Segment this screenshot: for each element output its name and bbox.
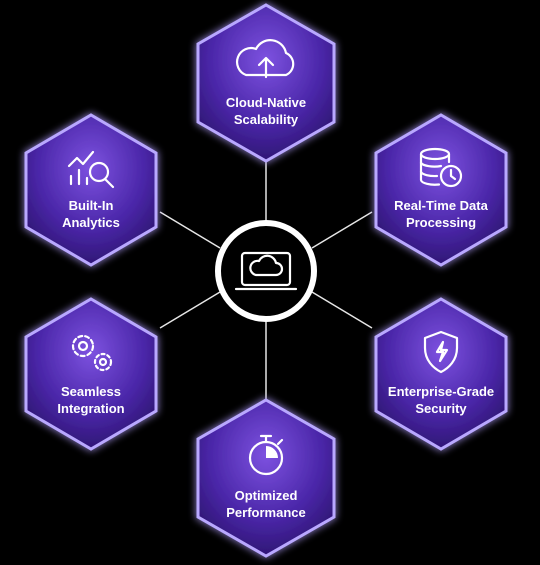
node-enterprise-line1: Enterprise-Grade	[388, 384, 494, 399]
laptop-cloud-icon	[234, 251, 298, 291]
node-cloud-native: Cloud-Native Scalability	[196, 3, 336, 163]
node-real-time-line1: Real-Time Data	[394, 198, 488, 213]
connector-real-time	[311, 211, 373, 249]
database-clock-icon	[419, 147, 463, 188]
node-built-in-line1: Built-In	[69, 198, 114, 213]
node-cloud-native-line1: Cloud-Native	[226, 95, 306, 110]
hex-optimized	[196, 398, 336, 558]
hex-seamless	[24, 297, 158, 451]
hex-real-time	[374, 113, 508, 267]
connectors	[159, 160, 373, 400]
hex-enterprise	[374, 297, 508, 451]
hex-built-in	[24, 113, 158, 267]
hex-cloud-native	[196, 3, 336, 163]
node-seamless: Seamless Integration	[24, 297, 158, 451]
node-cloud-native-line2: Scalability	[234, 112, 299, 127]
node-optimized: Optimized Performance	[196, 398, 336, 558]
node-optimized-line2: Performance	[226, 505, 305, 520]
node-enterprise: Enterprise-Grade Security	[374, 297, 508, 451]
shield-lightning-icon	[423, 330, 459, 374]
connector-built-in	[159, 211, 221, 249]
connector-enterprise	[311, 291, 373, 329]
node-real-time-line2: Processing	[406, 215, 476, 230]
node-built-in-line2: Analytics	[62, 215, 120, 230]
hub-ring	[215, 220, 317, 322]
connector-seamless	[159, 291, 221, 329]
cloud-upload-icon	[235, 39, 295, 79]
central-hub	[215, 220, 317, 322]
node-enterprise-line2: Security	[415, 401, 467, 416]
node-seamless-line1: Seamless	[61, 384, 121, 399]
node-seamless-line2: Integration	[57, 401, 124, 416]
chart-magnifier-icon	[67, 150, 115, 189]
node-optimized-line1: Optimized	[235, 488, 298, 503]
node-real-time: Real-Time Data Processing	[374, 113, 508, 267]
gears-icon	[71, 334, 113, 372]
stopwatch-icon	[248, 434, 284, 476]
node-built-in: Built-In Analytics	[24, 113, 158, 267]
